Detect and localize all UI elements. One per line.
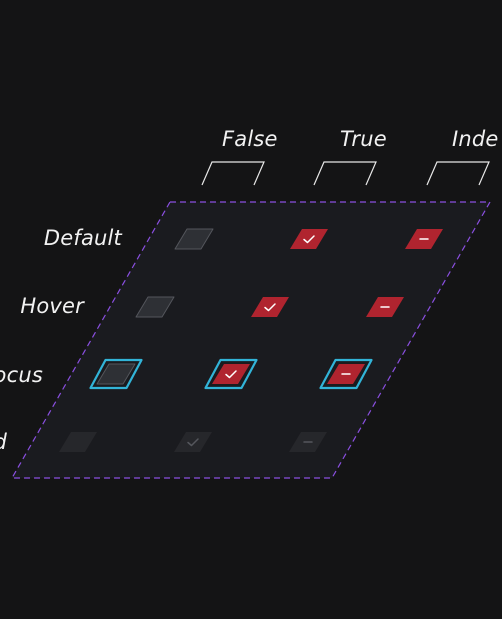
column-label-indeterminate: Inde	[452, 127, 499, 151]
column-bracket-true	[313, 161, 377, 186]
checkbox-focus-false[interactable]	[89, 358, 143, 390]
checkbox-box	[174, 432, 212, 452]
row-label-hover: Hover	[20, 294, 84, 318]
checkbox-disabled-false	[59, 432, 97, 452]
checkbox-focus-indeterminate[interactable]	[319, 358, 373, 390]
checkbox-box	[251, 297, 289, 317]
checkbox-disabled-indeterminate	[289, 432, 327, 452]
checkbox-box	[135, 296, 175, 318]
column-label-false: False	[222, 127, 278, 151]
checkbox-box	[59, 432, 97, 452]
focus-ring	[204, 358, 258, 390]
check-icon	[187, 438, 199, 447]
column-bracket-false	[201, 161, 265, 186]
checkbox-box	[290, 229, 328, 249]
checkbox-default-false[interactable]	[174, 228, 214, 250]
checkbox-hover-indeterminate[interactable]	[366, 297, 404, 317]
focus-ring	[89, 358, 143, 390]
checkbox-focus-true[interactable]	[204, 358, 258, 390]
row-label-default: Default	[43, 226, 122, 250]
focus-ring	[319, 358, 373, 390]
checkbox-default-indeterminate[interactable]	[405, 229, 443, 249]
row-label-disabled: d	[0, 430, 7, 454]
checkbox-default-true[interactable]	[290, 229, 328, 249]
column-bracket-indeterminate	[426, 161, 490, 186]
checkbox-box	[212, 364, 250, 384]
checkbox-box	[174, 228, 214, 250]
checkbox-disabled-true	[174, 432, 212, 452]
states-panel	[10, 201, 492, 479]
check-icon	[264, 303, 276, 312]
row-label-focus: ocus	[0, 363, 43, 387]
check-icon	[225, 370, 237, 379]
checkbox-box	[96, 363, 136, 385]
checkbox-hover-true[interactable]	[251, 297, 289, 317]
check-icon	[303, 235, 315, 244]
checkbox-hover-false[interactable]	[135, 296, 175, 318]
column-label-true: True	[340, 127, 387, 151]
checkbox-cells	[59, 228, 443, 452]
